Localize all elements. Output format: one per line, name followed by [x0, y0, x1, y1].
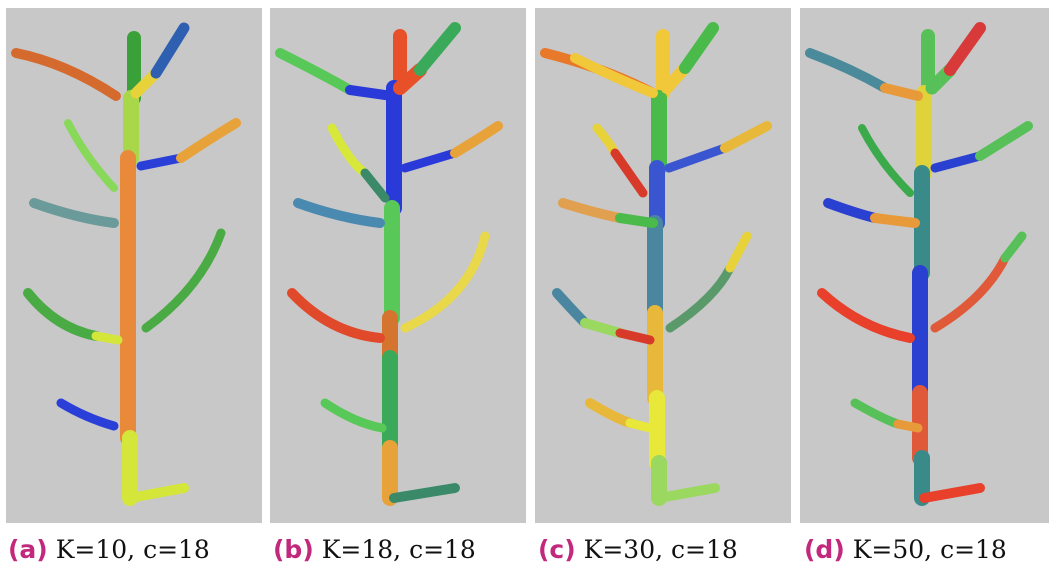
- branch: [400, 231, 490, 333]
- branch: [56, 398, 119, 431]
- branch: [64, 119, 118, 192]
- point-cloud-panel-b: [270, 8, 526, 523]
- stem-segment: [125, 483, 189, 503]
- branch: [850, 398, 903, 429]
- stem-segment: [389, 483, 460, 503]
- branch: [23, 288, 101, 341]
- branch: [150, 22, 190, 79]
- branch: [327, 123, 370, 178]
- subfigure-label: (b): [273, 535, 314, 564]
- stem-segment: [654, 483, 720, 503]
- point-cloud-panel-c: [535, 8, 791, 523]
- subfigure-label: (a): [8, 535, 48, 564]
- caption-text: K=50, c=18: [852, 535, 1007, 564]
- branch: [570, 53, 658, 98]
- branch: [615, 328, 655, 345]
- branch: [610, 148, 648, 198]
- branch: [320, 398, 387, 433]
- branch: [679, 22, 719, 74]
- branch: [930, 253, 1010, 333]
- branch: [858, 124, 914, 197]
- branch: [414, 22, 461, 76]
- plant-skeleton-a: [11, 22, 241, 506]
- subfigure-label: (c): [538, 535, 576, 564]
- branch: [944, 22, 986, 76]
- branch: [975, 121, 1033, 161]
- branch: [805, 48, 890, 93]
- branch: [558, 198, 625, 223]
- caption-d: (d)K=50, c=18: [804, 533, 1007, 567]
- branch: [580, 318, 625, 338]
- branch: [345, 85, 397, 101]
- branch: [893, 419, 923, 433]
- branch: [293, 198, 385, 228]
- branch: [664, 143, 730, 173]
- branch: [136, 153, 186, 171]
- caption-c: (c)K=30, c=18: [538, 533, 738, 567]
- branch: [275, 48, 355, 95]
- caption-text: K=10, c=18: [55, 535, 210, 564]
- stem-segment: [919, 483, 985, 503]
- branch: [400, 148, 460, 173]
- branch: [817, 288, 915, 343]
- branch: [592, 123, 620, 158]
- branch: [725, 231, 752, 273]
- branch: [360, 168, 390, 203]
- branch: [823, 198, 880, 223]
- branch: [450, 121, 503, 158]
- caption-text: K=18, c=18: [321, 535, 476, 564]
- branch: [11, 48, 121, 101]
- branch: [665, 263, 735, 333]
- branch: [91, 331, 123, 345]
- caption-b: (b)K=18, c=18: [273, 533, 476, 567]
- point-cloud-panel-a: [6, 8, 262, 523]
- branch: [29, 198, 119, 228]
- plant-skeleton-d: [805, 22, 1033, 506]
- branch: [625, 418, 655, 433]
- branch: [720, 121, 772, 153]
- caption-text: K=30, c=18: [583, 535, 738, 564]
- caption-a: (a)K=10, c=18: [8, 533, 210, 567]
- branch: [141, 228, 226, 333]
- branch: [1000, 231, 1027, 263]
- branch: [880, 83, 923, 101]
- branch: [585, 398, 635, 428]
- branch: [930, 151, 985, 173]
- branch: [552, 288, 590, 328]
- plant-skeleton-c: [540, 22, 772, 506]
- plant-skeleton-b: [275, 22, 503, 506]
- branch: [287, 288, 385, 343]
- branch: [615, 213, 658, 228]
- branch: [870, 213, 920, 228]
- subfigure-label: (d): [804, 535, 845, 564]
- branch: [176, 118, 241, 163]
- point-cloud-panel-d: [800, 8, 1049, 523]
